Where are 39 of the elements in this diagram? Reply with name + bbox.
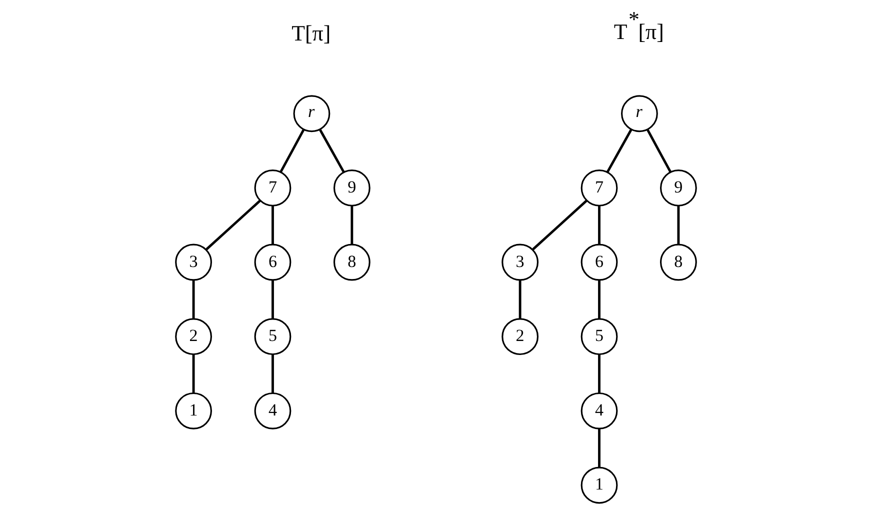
node-circle: 2: [175, 318, 212, 356]
node-circle: 7: [254, 169, 292, 206]
node-circle: 5: [580, 318, 618, 356]
connector: [598, 354, 600, 394]
node-circle: 9: [660, 169, 697, 206]
connector: [598, 280, 600, 319]
node-circle: 1: [175, 392, 212, 430]
connector: [532, 200, 588, 250]
connector: [280, 129, 305, 172]
node-circle: 7: [580, 169, 618, 206]
node-circle: 8: [333, 244, 370, 281]
connector: [272, 354, 274, 394]
connector: [272, 280, 274, 319]
node-circle: 8: [660, 244, 697, 281]
node-circle: 6: [254, 244, 292, 281]
node-circle: 4: [580, 392, 618, 430]
node-circle: 6: [580, 244, 618, 281]
connector: [272, 206, 274, 244]
connector: [206, 200, 261, 250]
node-circle: 3: [175, 244, 212, 281]
connector: [677, 206, 680, 244]
node-circle: 4: [254, 392, 292, 430]
connector: [646, 129, 672, 172]
connector: [192, 354, 195, 394]
connector: [606, 128, 632, 173]
node-circle: 1: [580, 466, 618, 504]
node-circle: 5: [254, 318, 292, 356]
node-circle: r: [293, 95, 330, 132]
connector: [318, 128, 345, 173]
label: T[π]: [292, 20, 331, 46]
connector: [598, 428, 600, 468]
node-circle: 3: [502, 244, 539, 281]
node-circle: 9: [333, 169, 370, 206]
connector: [350, 206, 354, 244]
node-circle: 2: [502, 318, 539, 356]
node-circle: r: [621, 95, 658, 132]
connector: [192, 280, 195, 319]
connector: [518, 280, 522, 319]
connector: [598, 206, 600, 244]
